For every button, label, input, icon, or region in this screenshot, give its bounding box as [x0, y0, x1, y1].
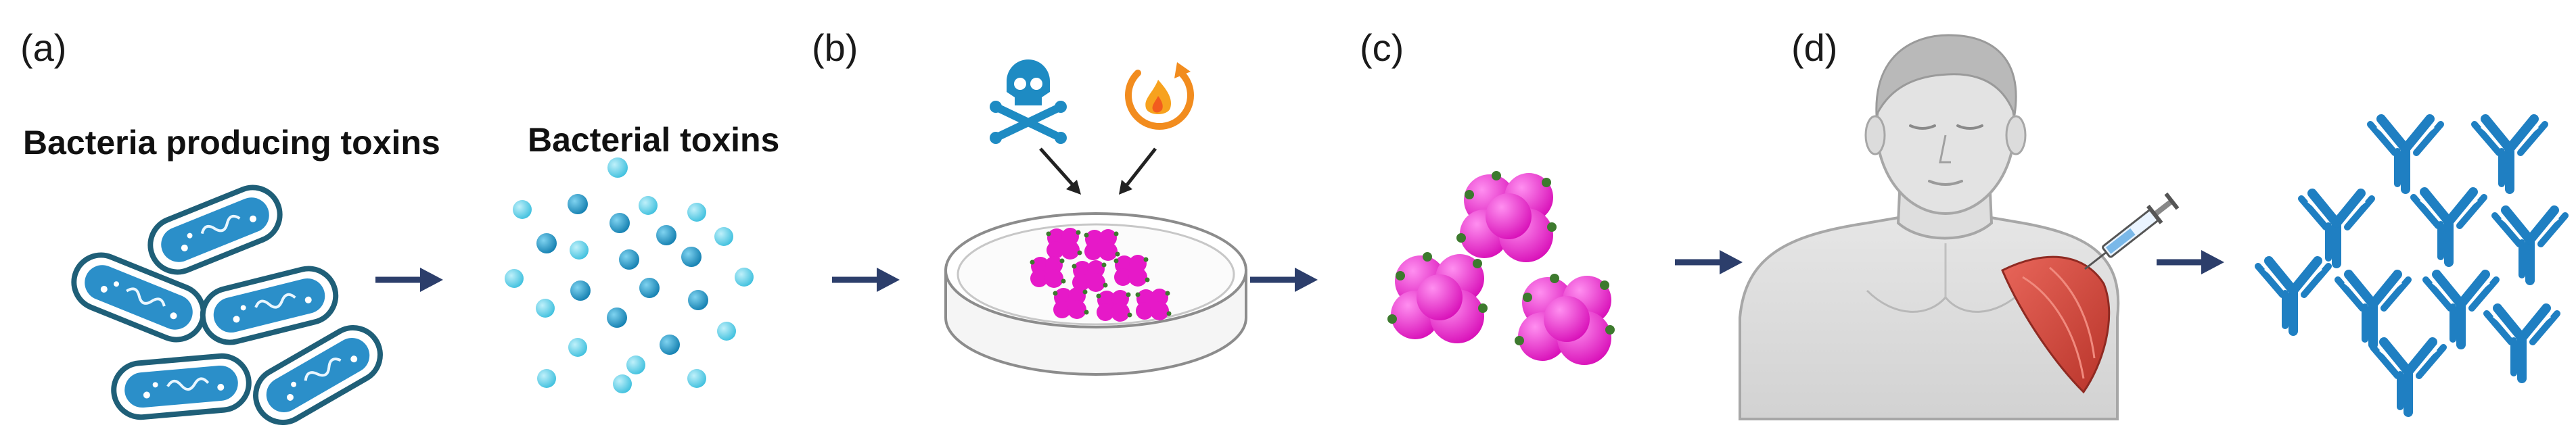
skull-crossbones-icon — [990, 59, 1067, 144]
toxin-particle-icon — [681, 247, 702, 267]
toxin-particle-icon — [687, 203, 706, 222]
antibody-icon — [2495, 210, 2565, 280]
toxoid-mini-icon — [1084, 229, 1120, 261]
antibody-icon — [2426, 274, 2496, 345]
toxoid-mini-icon — [1096, 290, 1132, 322]
right-arrow-icon — [832, 268, 900, 292]
antibody-icon — [2487, 308, 2557, 378]
bacterium-icon — [112, 353, 251, 419]
toxin-particle-icon — [536, 299, 555, 318]
caption-bacteria-producing-toxins: Bacteria producing toxins — [23, 124, 440, 162]
toxin-particle-icon — [660, 335, 680, 355]
toxin-particle-icon — [536, 233, 557, 253]
toxoid-cluster-icon — [1387, 252, 1488, 343]
toxin-particle-icon — [639, 278, 660, 298]
toxin-particle-icon — [639, 196, 658, 215]
input-arrows — [1039, 147, 1157, 195]
toxin-particle-icon — [626, 355, 645, 374]
petri-dish-icon — [944, 212, 1247, 376]
bacterium-icon — [197, 263, 341, 348]
toxin-particle-icon — [656, 225, 676, 245]
toxin-particle-icon — [610, 213, 630, 233]
antibody-icon — [2475, 119, 2545, 189]
toxoid-mini-icon — [1113, 255, 1150, 287]
toxoid-mini-icon — [1053, 287, 1089, 319]
panel-label-a: (a) — [20, 26, 66, 69]
right-arrow-icon — [375, 268, 443, 292]
toxin-particle-icon — [537, 369, 556, 388]
toxin-particle-icon — [688, 290, 708, 310]
toxin-particle-icon — [513, 200, 532, 219]
toxoid-mini-icon — [1030, 256, 1066, 288]
toxoid-mini-icon — [1135, 289, 1172, 320]
bacterium-icon — [142, 179, 288, 280]
panel-label-d: (d) — [1791, 26, 1837, 69]
caption-bacterial-toxins: Bacterial toxins — [528, 121, 779, 159]
toxin-particle-icon — [570, 241, 589, 260]
antibody-icon — [2301, 193, 2372, 264]
toxin-particles — [505, 157, 754, 393]
toxin-particle-icon — [607, 308, 627, 328]
panel-label-c: (c) — [1360, 26, 1404, 69]
antibody-icon — [2258, 261, 2328, 331]
toxoid-cluster-icon — [1456, 171, 1557, 262]
toxin-particle-icon — [619, 249, 639, 270]
antibody-icon — [2414, 192, 2484, 262]
syringe-icon — [2084, 192, 2180, 270]
toxin-particle-icon — [568, 194, 588, 214]
antibody-icon — [2338, 274, 2408, 345]
toxin-particle-icon — [687, 369, 706, 388]
panel-label-b: (b) — [812, 26, 858, 69]
toxoid-clusters — [1387, 171, 1615, 365]
toxin-particle-icon — [714, 227, 733, 246]
toxoid-cluster-icon — [1515, 274, 1615, 365]
toxin-particle-icon — [570, 280, 591, 301]
toxin-particle-icon — [568, 338, 587, 357]
antibodies — [2258, 119, 2565, 412]
right-arrow-icon — [2157, 250, 2224, 274]
antibody-icon — [2370, 119, 2441, 189]
deltoid-muscle — [2001, 255, 2111, 394]
right-arrow-icon — [1250, 268, 1318, 292]
toxin-particle-icon — [717, 322, 736, 341]
toxin-particle-icon — [613, 374, 632, 393]
toxoid-mini-icon — [1072, 260, 1108, 292]
right-arrow-icon — [1675, 250, 1743, 274]
toxoid-mini-icon — [1046, 228, 1082, 260]
toxin-particle-icon — [607, 157, 628, 178]
toxin-particle-icon — [505, 269, 524, 288]
antibody-icon — [2373, 342, 2443, 412]
toxin-particle-icon — [735, 268, 754, 287]
bacteria-group — [66, 179, 390, 432]
flame-icon — [1125, 62, 1194, 130]
